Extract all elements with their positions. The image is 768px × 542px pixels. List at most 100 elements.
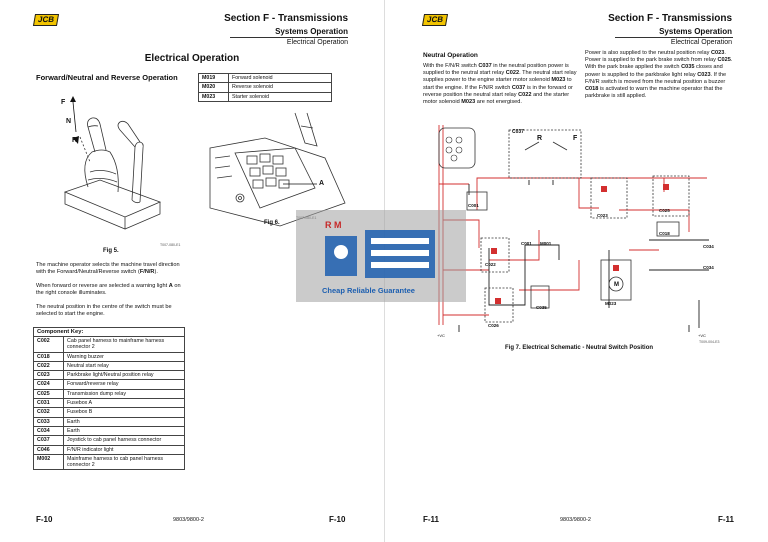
desc-cell: Starter solenoid	[228, 91, 332, 102]
page-title: Electrical Operation	[144, 53, 240, 64]
subheading: Forward/Neutral and Reverse Operation	[36, 73, 178, 82]
para-text: ).	[154, 269, 158, 276]
label-c001-b: C001	[521, 241, 532, 246]
para-selection: The machine operator selects the machine…	[36, 262, 186, 276]
electrical-schematic	[438, 125, 709, 332]
desc-cell: Reverse solenoid	[228, 82, 332, 93]
code-cell: C034	[33, 425, 64, 437]
para-text: The machine operator selects the machine…	[36, 262, 180, 276]
label-c026: C026	[488, 323, 499, 328]
desc-cell: Forward solenoid	[228, 72, 332, 84]
code-cell: C032	[33, 407, 64, 418]
desc-cell: Fusebox A	[63, 398, 185, 409]
para-text: and the starter motor solenoid	[423, 91, 570, 106]
label-c022: C022	[485, 262, 496, 267]
label-m: M	[614, 282, 619, 288]
desc-cell: Warning buzzer	[63, 351, 185, 362]
section-subtitle-2: Electrical Operation	[286, 39, 348, 46]
watermark-rm: R M	[325, 220, 342, 230]
component-ref: C022	[518, 91, 532, 98]
desc-cell: Earth	[63, 425, 185, 437]
section-subtitle-2: Electrical Operation	[670, 39, 732, 46]
code-cell: C023	[33, 370, 64, 381]
component-ref: C037	[478, 63, 492, 69]
code-cell: C024	[33, 379, 64, 390]
page-number: F-10	[36, 515, 53, 524]
desc-cell: Earth	[63, 416, 185, 427]
desc-cell: Neutral start relay	[63, 360, 185, 372]
desc-cell: Fusebox B	[63, 407, 185, 418]
relay-c025	[652, 175, 690, 217]
switch-c035	[530, 285, 550, 309]
para-col1: With the F/N/R switch C037 in the neutra…	[423, 63, 577, 106]
jcb-logo: JCB	[421, 14, 449, 26]
section-subtitle: Systems Operation	[659, 27, 732, 36]
key-title: Component Key:	[33, 327, 185, 337]
buzzer-c018	[656, 221, 680, 237]
para-bold: F/N/R	[139, 269, 155, 276]
component-ref: C023	[710, 50, 725, 56]
fig7-caption: Fig 7. Electrical Schematic - Neutral Sw…	[505, 345, 654, 351]
desc-cell: F/N/R indicator light	[63, 444, 185, 455]
code-cell: C037	[33, 435, 64, 446]
letter-r: R	[72, 137, 78, 144]
doc-number: 9803/9800-2	[173, 517, 204, 523]
desc-cell: Forward/reverse relay	[63, 379, 185, 390]
page-number: F-11	[423, 515, 440, 524]
para-text: are not energised.	[475, 99, 522, 106]
watermark-logo	[325, 230, 435, 278]
component-ref: M023	[551, 77, 566, 84]
para-text: When forward or reverse are selected a w…	[36, 283, 169, 289]
para-text: . Power is supplied to the park brake sw…	[585, 50, 726, 64]
jcb-logo: JCB	[32, 14, 60, 26]
label-c035: C035	[536, 305, 547, 310]
code-cell: M002	[33, 453, 64, 471]
section-subtitle: Systems Operation	[275, 27, 348, 36]
desc-cell: Joystick to cab panel harness connector	[63, 435, 185, 446]
component-ref: C025	[717, 57, 731, 64]
para-text: to start the engine. If the F/N/R switch	[423, 77, 572, 91]
letter-n: N	[66, 118, 72, 125]
component-ref: C022	[505, 70, 520, 77]
para-warning-light: When forward or reverse are selected a w…	[36, 283, 186, 297]
section-title: Section F - Transmissions	[224, 13, 348, 24]
para-text: . If the F/N/R switch is moved from the …	[585, 71, 727, 85]
doc-number: 9803/9800-2	[560, 517, 591, 523]
label-m023: M023	[605, 301, 617, 306]
label-c023: C023	[597, 213, 608, 218]
label-c001: C001	[468, 203, 479, 208]
para-text: . With the park brake applied the switch	[585, 57, 733, 71]
component-ref: C023	[697, 71, 711, 78]
joystick-illustration	[63, 96, 162, 230]
right-page: JCB Section F - Transmissions Systems Op…	[384, 0, 768, 542]
page-number: F-10	[329, 515, 346, 524]
header-rule	[615, 37, 733, 38]
label-vc-1: +VC	[437, 333, 445, 338]
code-cell: C046	[33, 444, 64, 455]
code-cell: C022	[33, 360, 64, 372]
code-cell: C031	[33, 398, 64, 409]
para-neutral: The neutral position in the centre of th…	[36, 304, 172, 318]
label-c034: C034	[703, 244, 714, 249]
code-cell: M020	[198, 82, 229, 93]
component-ref: C035	[681, 64, 695, 71]
subheading: Neutral Operation	[423, 52, 478, 59]
para-text: With the F/N/R switch	[423, 63, 479, 69]
component-ref: C018	[585, 86, 599, 93]
relay-c026	[484, 287, 514, 323]
para-text: Power is also supplied to the neutral po…	[585, 50, 711, 56]
label-f: F	[573, 135, 578, 142]
